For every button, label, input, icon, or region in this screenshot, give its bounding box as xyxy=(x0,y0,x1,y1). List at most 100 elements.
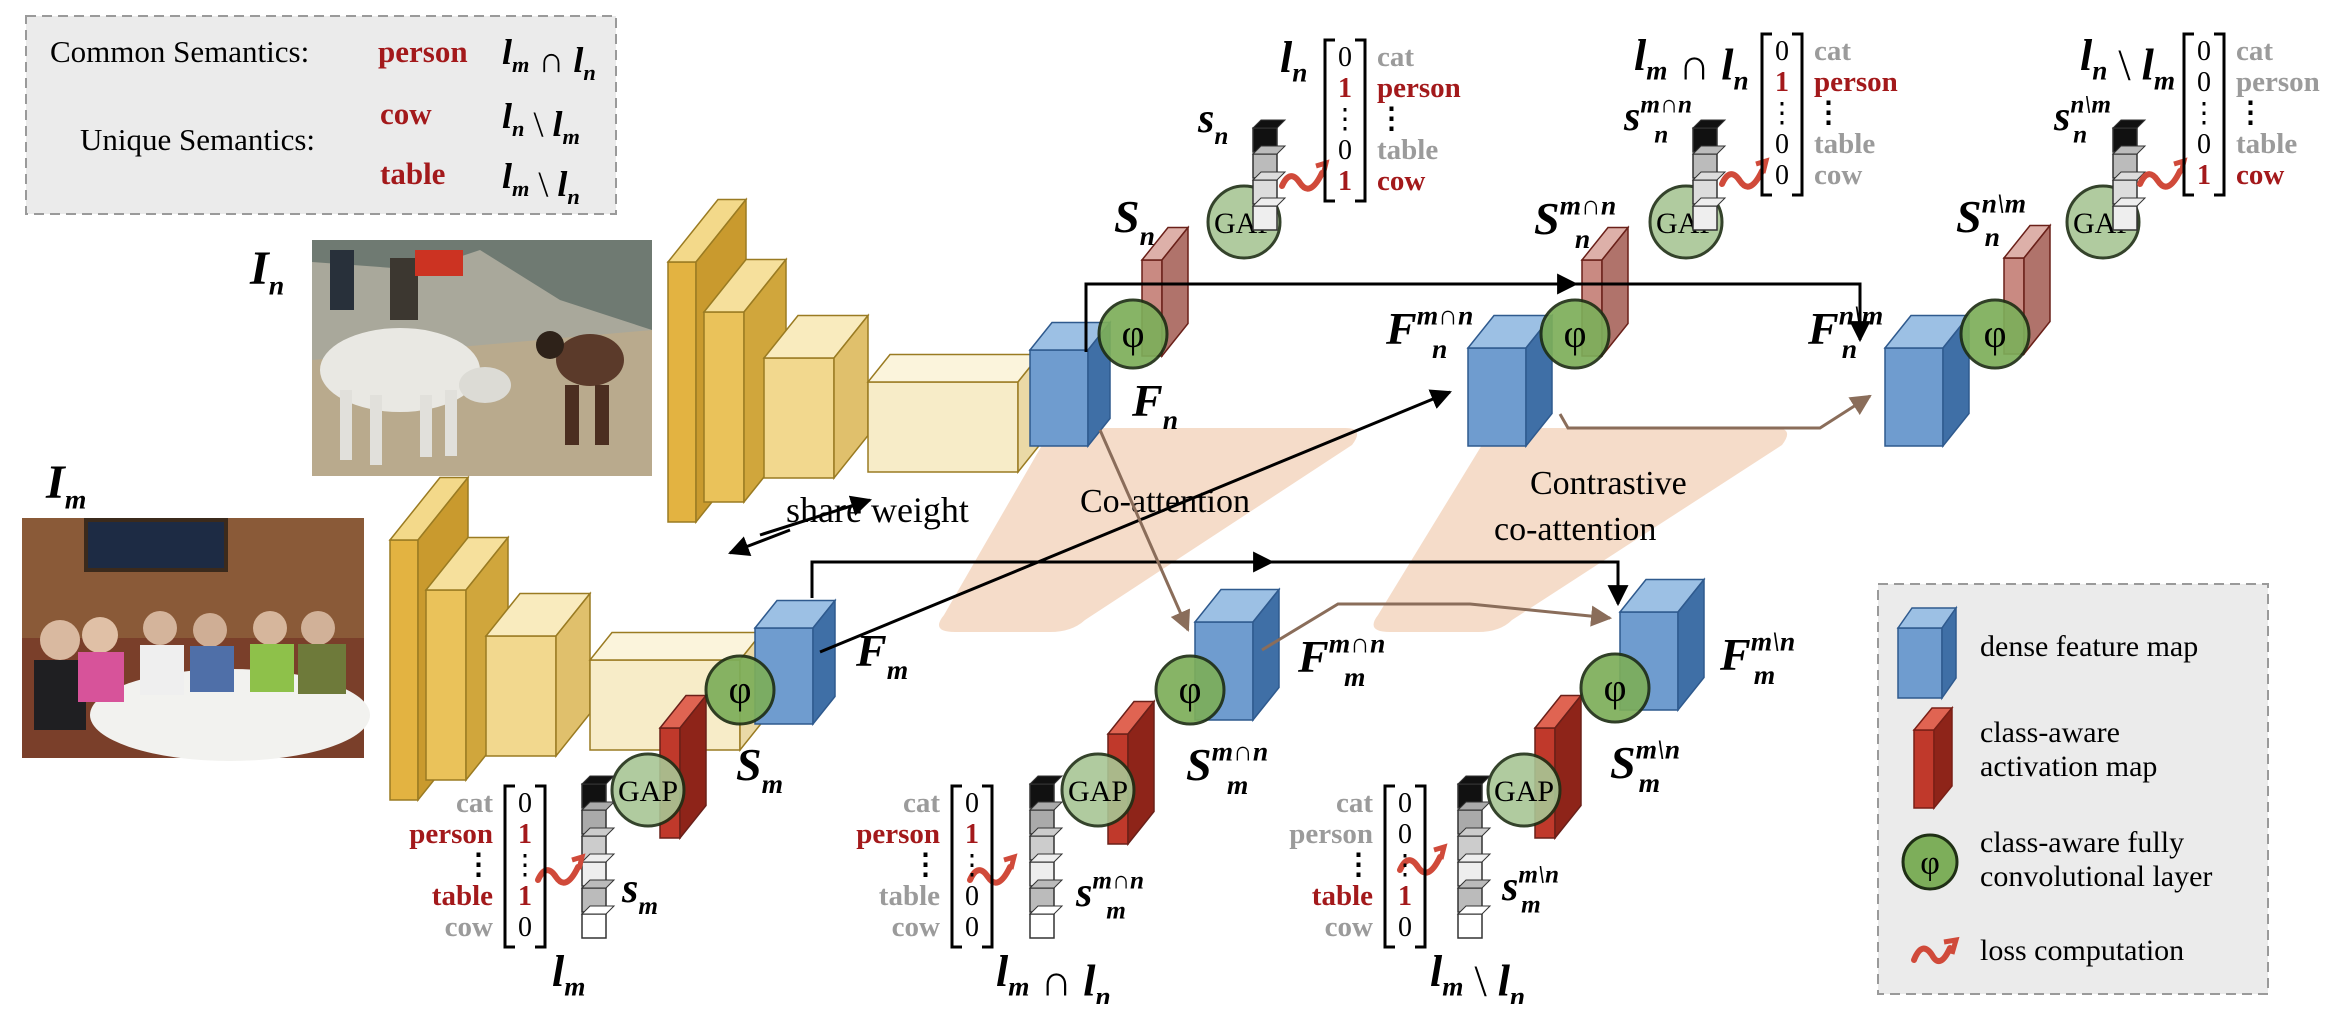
svg-text:GAP: GAP xyxy=(1494,775,1554,808)
semantics-legend: Common Semantics: person lm ∩ ln Unique … xyxy=(25,15,617,215)
label-vector-class: ⋮ xyxy=(1377,103,1406,135)
feature-map-Fn xyxy=(1028,320,1112,449)
gap-m-and: GAP xyxy=(1060,752,1136,828)
label-vector-value: 1 xyxy=(518,819,532,850)
image-Im: Im xyxy=(22,456,370,761)
loss-n-diff xyxy=(2137,157,2188,190)
legend-text-3b: convolutional layer xyxy=(1980,860,2212,893)
label-vector-lm-diff-title: lm \ ln xyxy=(1430,947,1525,1004)
cnn-layer-4 xyxy=(866,352,1042,475)
label-vector-value: 0 xyxy=(1775,36,1789,67)
arrow-Fn-and-to-diff xyxy=(1558,394,1872,430)
label-vector-class: table xyxy=(879,880,940,912)
label-vector-class: cow xyxy=(1325,911,1373,943)
feature-map-Fm xyxy=(753,598,837,727)
label-vector-value: 1 xyxy=(518,881,532,912)
svg-text:GAP: GAP xyxy=(618,775,678,808)
label-vector-class: table xyxy=(432,880,493,912)
label-vector-value: 0 xyxy=(2197,36,2211,67)
arrow-Fm-and-to-diff xyxy=(1261,602,1613,652)
label-vector-class: person xyxy=(409,818,493,850)
image-Im-label: Im xyxy=(45,456,86,516)
label-vector-lm-title: lm xyxy=(552,947,585,1002)
label-vector-value: 1 xyxy=(1398,881,1412,912)
arrow-Fm-to-Fn-and xyxy=(819,389,1452,654)
blue-cuboid-icon xyxy=(1896,605,1958,701)
symbol-Sm: Sm xyxy=(736,739,783,799)
unique-expression-2: lm \ ln xyxy=(502,156,580,209)
score-stack-sn-and xyxy=(1691,119,1727,231)
label-vector-class: person xyxy=(1289,818,1373,850)
svg-text:φ: φ xyxy=(1983,311,2006,356)
phi-n: φ xyxy=(1097,298,1169,370)
svg-text:φ: φ xyxy=(1121,311,1144,356)
label-vector-class: cow xyxy=(1814,159,1862,191)
label-vector-value: ⋮ xyxy=(2190,98,2218,129)
green-circle-phi-icon: φ xyxy=(1901,833,1959,891)
label-vector-value: 0 xyxy=(1338,135,1352,166)
symbol-sn: sn xyxy=(1197,96,1228,150)
semantics-legend-box xyxy=(25,15,617,215)
label-vector-class: cow xyxy=(445,911,493,943)
component-legend: dense feature map class-aware activation… xyxy=(1877,583,2269,995)
label-vector-value: 0 xyxy=(518,788,532,819)
label-vector-ln-diff-title: ln \ lm xyxy=(2080,31,2175,95)
svg-text:φ: φ xyxy=(728,667,751,712)
label-vector-class: table xyxy=(2236,128,2297,160)
common-class-label: person xyxy=(378,34,468,69)
co-attention-band: Co-attention xyxy=(938,428,1358,632)
svg-text:GAP: GAP xyxy=(1068,775,1128,808)
svg-text:φ: φ xyxy=(1563,311,1586,356)
label-vector-class: cat xyxy=(2236,35,2273,67)
contrastive-co-attention-band: Contrastive co-attention xyxy=(1373,428,1788,632)
label-vector-ln-and-title: lm ∩ ln xyxy=(1634,31,1749,95)
gap-m: GAP xyxy=(610,752,686,828)
phi-m-and: φ xyxy=(1154,654,1226,726)
svg-text:φ: φ xyxy=(1178,667,1201,712)
label-vector-lm-and-title: lm ∩ ln xyxy=(996,947,1111,1004)
unique-class-cow: cow xyxy=(380,96,432,131)
label-vector-value: 1 xyxy=(965,819,979,850)
label-vector-value: 0 xyxy=(965,881,979,912)
loss-n xyxy=(1279,159,1330,192)
score-stack-sn xyxy=(1251,119,1287,231)
label-vector-class: cow xyxy=(1377,165,1425,197)
red-squiggle-arrow-icon xyxy=(1911,936,1960,965)
cnn-backbone-n xyxy=(666,197,1042,525)
loss-m-diff xyxy=(1397,843,1448,876)
label-vector-value: 0 xyxy=(2197,67,2211,98)
phi-n-diff: φ xyxy=(1959,298,2031,370)
label-vector-class: cat xyxy=(1336,787,1373,819)
legend-phi-glyph: φ xyxy=(1920,845,1940,882)
loss-m-and xyxy=(967,853,1018,886)
legend-text-4: loss computation xyxy=(1980,934,2184,967)
label-vector-value: 1 xyxy=(1338,166,1352,197)
co-attention-label: Co-attention xyxy=(1080,483,1250,520)
label-vector-class: ⋮ xyxy=(2236,97,2265,129)
phi-n-and: φ xyxy=(1539,298,1611,370)
cnn-backbone-m xyxy=(388,475,764,803)
label-vector-class: table xyxy=(1377,134,1438,166)
label-vector-value: 0 xyxy=(1398,912,1412,943)
contrastive-label-2: co-attention xyxy=(1494,511,1656,548)
contrastive-region xyxy=(1373,428,1788,632)
feature-map-Fn-diff xyxy=(1883,313,1971,449)
label-vector-value: 0 xyxy=(518,912,532,943)
image-In: In xyxy=(249,240,652,476)
image-In-label: In xyxy=(249,242,284,302)
share-weight: share weight xyxy=(728,490,969,557)
label-vector-value: 0 xyxy=(965,912,979,943)
label-vector-class: table xyxy=(1312,880,1373,912)
label-vector-value: 0 xyxy=(1398,788,1412,819)
